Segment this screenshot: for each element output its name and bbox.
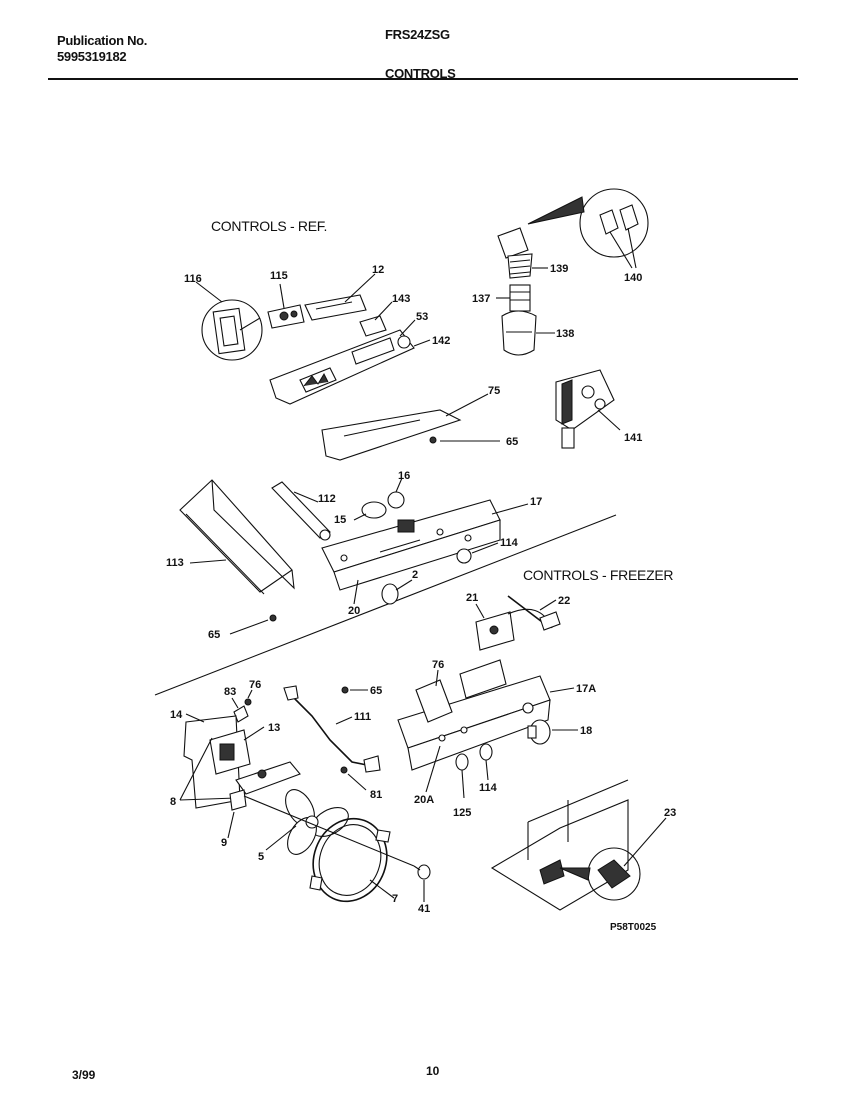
part-16-15-bulb-assembly — [361, 491, 405, 519]
callout-8: 8 — [170, 796, 176, 808]
part-139-137-138-damper-control — [497, 227, 537, 356]
callout-2: 2 — [412, 569, 418, 581]
part-140-detail-view — [527, 188, 649, 258]
page-title: CONTROLS — [385, 66, 456, 81]
callout-81: 81 — [370, 789, 382, 801]
model-number: FRS24ZSG — [385, 27, 450, 42]
callout-76: 76 — [249, 679, 261, 691]
callout-143: 143 — [392, 293, 410, 305]
figure-code: P58T0025 — [610, 922, 657, 933]
callout-23: 23 — [664, 807, 676, 819]
callout-15: 15 — [334, 514, 346, 526]
callout-116: 116 — [184, 273, 202, 285]
part-113-trim-panel — [179, 479, 295, 595]
callout-65-lower: 65 — [208, 629, 220, 641]
callout-18: 18 — [580, 725, 592, 737]
callout-112: 112 — [318, 493, 336, 505]
part-17A-freezer-control-housing — [397, 659, 551, 771]
controls-ref-title: CONTROLS - REF. — [211, 218, 328, 234]
part-41-screw — [413, 864, 431, 880]
part-9-clip — [229, 789, 247, 811]
callout-114-lower: 114 — [479, 782, 498, 794]
part-112-light-tube — [271, 481, 331, 541]
callout-13: 13 — [268, 722, 280, 734]
callout-141: 141 — [624, 432, 642, 444]
callout-12: 12 — [372, 264, 384, 276]
part-17-control-housing — [321, 499, 501, 591]
callout-76-freezer: 76 — [432, 659, 444, 671]
callout-14: 14 — [170, 709, 183, 721]
section-divider-line — [154, 514, 617, 696]
callout-5: 5 — [258, 851, 264, 863]
part-21-freezer-thermostat — [475, 608, 553, 651]
part-125-knob — [455, 753, 469, 771]
part-141-switch-assembly — [555, 369, 615, 449]
callout-113: 113 — [166, 557, 184, 569]
part-65-screw — [429, 436, 437, 444]
callout-125: 125 — [453, 807, 471, 819]
page-number: 10 — [426, 1064, 440, 1078]
part-75-mounting-plate — [321, 409, 462, 461]
callout-65-upper: 65 — [506, 436, 518, 448]
part-23-detail-view — [490, 779, 641, 911]
part-116-light-shield — [201, 299, 263, 361]
callout-22: 22 — [558, 595, 570, 607]
part-5-fan-blade — [285, 789, 349, 855]
callout-7: 7 — [392, 893, 398, 905]
part-111-wire-harness — [283, 685, 381, 773]
publication-label: Publication No. — [57, 33, 148, 48]
callout-41: 41 — [418, 903, 430, 915]
callout-20A: 20A — [414, 794, 434, 806]
part-65-screw — [341, 686, 349, 694]
callout-115: 115 — [270, 270, 288, 282]
callout-53: 53 — [416, 311, 428, 323]
callout-140: 140 — [624, 272, 642, 284]
callout-111: 111 — [354, 711, 371, 723]
part-114-control-knob — [456, 548, 472, 564]
header-divider — [48, 78, 798, 80]
callout-83: 83 — [224, 686, 236, 698]
part-7-fan-shroud — [309, 817, 391, 903]
callout-20: 20 — [348, 605, 360, 617]
callout-17A: 17A — [576, 683, 596, 695]
footer-date: 3/99 — [72, 1068, 96, 1082]
callout-138: 138 — [556, 328, 574, 340]
part-53-control-housing — [269, 329, 415, 405]
part-76-screw — [244, 698, 252, 706]
part-115-lamp-socket — [267, 304, 305, 329]
part-81-screw — [340, 766, 348, 774]
callout-65-freezer: 65 — [370, 685, 382, 697]
part-18-freezer-knob — [527, 719, 551, 745]
callout-142: 142 — [432, 335, 450, 347]
controls-freezer-title: CONTROLS - FREEZER — [523, 567, 674, 583]
part-22-capillary-tube — [507, 595, 561, 631]
part-65-screw — [269, 614, 277, 622]
callout-16: 16 — [398, 470, 410, 482]
callout-75: 75 — [488, 385, 500, 397]
callout-139: 139 — [550, 263, 568, 275]
part-13-fan-motor — [209, 729, 301, 795]
publication-number: 5995319182 — [57, 49, 127, 64]
callout-114-upper: 114 — [500, 537, 519, 549]
callout-21: 21 — [466, 592, 478, 604]
callout-17: 17 — [530, 496, 542, 508]
callout-9: 9 — [221, 837, 227, 849]
part-2-control-knob — [381, 583, 399, 605]
part-12-light-bracket — [304, 294, 367, 321]
part-114-knob — [479, 743, 493, 761]
callout-137: 137 — [472, 293, 490, 305]
part-143-clip — [359, 315, 387, 337]
